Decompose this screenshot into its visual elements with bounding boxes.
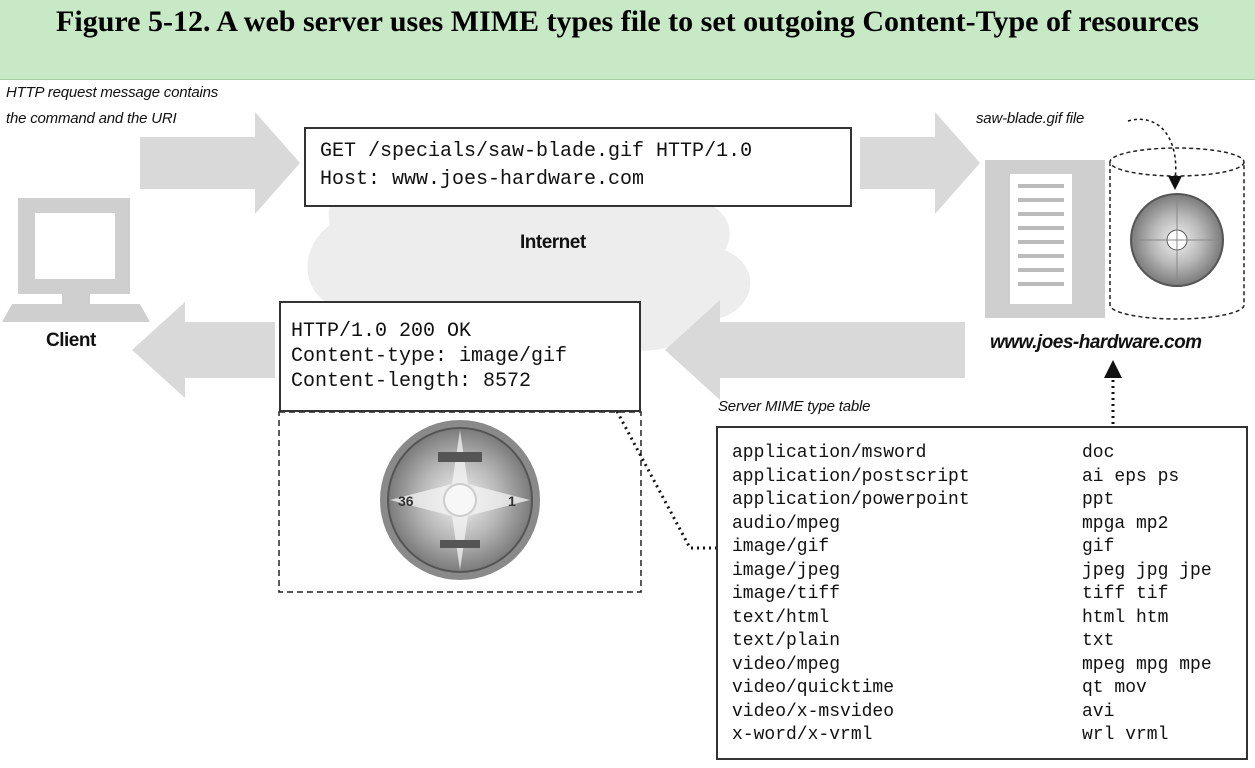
request-arrow-out — [860, 112, 980, 214]
request-message-box: GET /specials/saw-blade.gif HTTP/1.0 Hos… — [304, 127, 852, 207]
server-tower-icon — [985, 160, 1105, 318]
mime-type-cell: video/mpeg — [732, 654, 841, 675]
mime-type-cell: text/plain — [732, 631, 841, 651]
mime-ext-cell: txt — [1082, 631, 1115, 651]
mime-type-cell: application/powerpoint — [732, 490, 970, 510]
mime-type-cell: video/x-msvideo — [732, 701, 895, 722]
mime-type-cell-image-gif: image/gif — [732, 537, 830, 557]
mime-ext-cell: gif — [1082, 537, 1115, 557]
server-host-label: www.joes-hardware.com — [990, 332, 1202, 353]
desktop-computer-icon — [2, 198, 150, 322]
response-arrow-in — [665, 300, 965, 400]
mime-type-cell: image/tiff — [732, 584, 841, 604]
mime-ext-cell: jpeg jpg jpe — [1082, 560, 1212, 581]
mime-table-title: Server MIME type table — [718, 398, 871, 415]
mime-type-cell: application/msword — [732, 443, 927, 463]
mime-type-cell: image/jpeg — [732, 560, 841, 581]
request-note-line2: the command and the URI — [6, 110, 177, 127]
mime-ext-cell: ai eps ps — [1082, 466, 1180, 487]
mime-ext-cell: qt mov — [1082, 678, 1147, 698]
mime-ext-cell: tiff tif — [1082, 584, 1169, 604]
mime-type-cell: application/postscript — [732, 466, 970, 487]
file-pointer-arrow — [1127, 118, 1182, 190]
saw-blade-image-icon — [380, 420, 540, 580]
request-line: GET /specials/saw-blade.gif HTTP/1.0 — [320, 140, 753, 163]
mime-ext-cell: ppt — [1082, 490, 1115, 510]
mime-type-cell: text/html — [732, 607, 830, 628]
mime-type-cell: audio/mpeg — [732, 513, 841, 534]
response-content-type: Content-type: image/gif — [291, 345, 568, 368]
table-to-server-connector — [1104, 360, 1122, 424]
mime-ext-cell: html htm — [1082, 607, 1169, 628]
mime-type-table: application/msword doc application/posts… — [716, 426, 1248, 760]
mime-type-cell: x-word/x-vrml — [732, 725, 873, 745]
image-frame — [278, 411, 642, 593]
figure-title-bar: Figure 5-12. A web server uses MIME type… — [0, 0, 1255, 80]
client-label: Client — [46, 330, 96, 351]
response-content-length: Content-length: 8572 — [291, 370, 532, 393]
response-message-box: HTTP/1.0 200 OK Content-type: image/gif … — [279, 301, 641, 412]
response-arrow-out — [132, 302, 275, 398]
request-note-line1: HTTP request message contains — [6, 84, 219, 101]
mime-ext-cell: mpga mp2 — [1082, 513, 1169, 534]
mime-ext-cell: wrl vrml — [1082, 725, 1169, 745]
response-status-line: HTTP/1.0 200 OK — [291, 320, 472, 343]
mime-ext-cell: mpeg mpg mpe — [1082, 654, 1212, 675]
request-host-header: Host: www.joes-hardware.com — [320, 168, 645, 191]
mime-ext-cell: avi — [1082, 701, 1115, 722]
figure-title: Figure 5-12. A web server uses MIME type… — [56, 5, 1199, 38]
mime-type-cell: video/quicktime — [732, 678, 895, 698]
file-label: saw-blade.gif file — [976, 110, 1085, 127]
saw-blade-mark-left: 36 — [398, 493, 414, 509]
mime-ext-cell: doc — [1082, 443, 1115, 463]
internet-label: Internet — [520, 232, 586, 253]
request-arrow-in — [140, 112, 300, 214]
saw-blade-mark-right: 1 — [508, 493, 516, 509]
disk-cylinder-icon — [1109, 147, 1245, 320]
